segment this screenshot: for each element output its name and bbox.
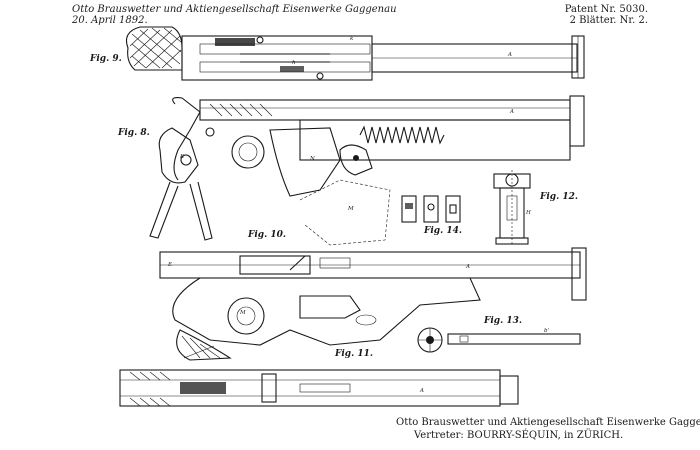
svg-text:E: E <box>167 262 172 268</box>
svg-text:A: A <box>507 52 512 58</box>
header-patent-number: Patent Nr. 5030. <box>564 4 648 15</box>
figure-11-caption: Fig. 11. <box>335 349 374 359</box>
figure-13-caption: Fig. 13. <box>484 316 523 326</box>
svg-text:A: A <box>509 109 514 115</box>
figure-12-drawing: H <box>493 170 531 245</box>
svg-text:b': b' <box>544 328 549 334</box>
figure-10-drawing: E A M <box>159 247 587 361</box>
footer-representative: Vertreter: BOURRY-SÉQUIN, in ZÜRICH. <box>414 430 624 441</box>
svg-text:K: K <box>179 154 185 160</box>
figure-9-drawing: A k h <box>125 26 585 81</box>
figure-14-drawing <box>401 195 461 223</box>
header-sheet-number: 2 Blätter. Nr. 2. <box>569 15 648 26</box>
figure-8-caption: Fig. 8. <box>118 128 150 138</box>
figure-9-caption: Fig. 9. <box>90 54 122 64</box>
svg-text:M: M <box>347 206 354 212</box>
svg-text:A: A <box>419 388 424 394</box>
header-date: 20. April 1892. <box>72 15 148 26</box>
figure-14-caption: Fig. 14. <box>424 226 463 236</box>
figure-12-caption: Fig. 12. <box>540 192 579 202</box>
footer-applicant: Otto Brauswetter und Aktiengesellschaft … <box>396 417 700 428</box>
figure-10-caption: Fig. 10. <box>248 230 287 240</box>
svg-text:A: A <box>465 264 470 270</box>
svg-text:N: N <box>309 156 315 162</box>
header-applicant: Otto Brauswetter und Aktiengesellschaft … <box>72 4 397 15</box>
figure-13-drawing: b' <box>417 327 581 353</box>
svg-text:k: k <box>350 36 354 42</box>
svg-text:H: H <box>525 210 531 216</box>
svg-text:h: h <box>292 60 296 66</box>
figure-8-drawing: N M A K <box>149 95 585 246</box>
figure-11-drawing: A <box>119 369 519 407</box>
svg-text:M: M <box>239 310 246 316</box>
